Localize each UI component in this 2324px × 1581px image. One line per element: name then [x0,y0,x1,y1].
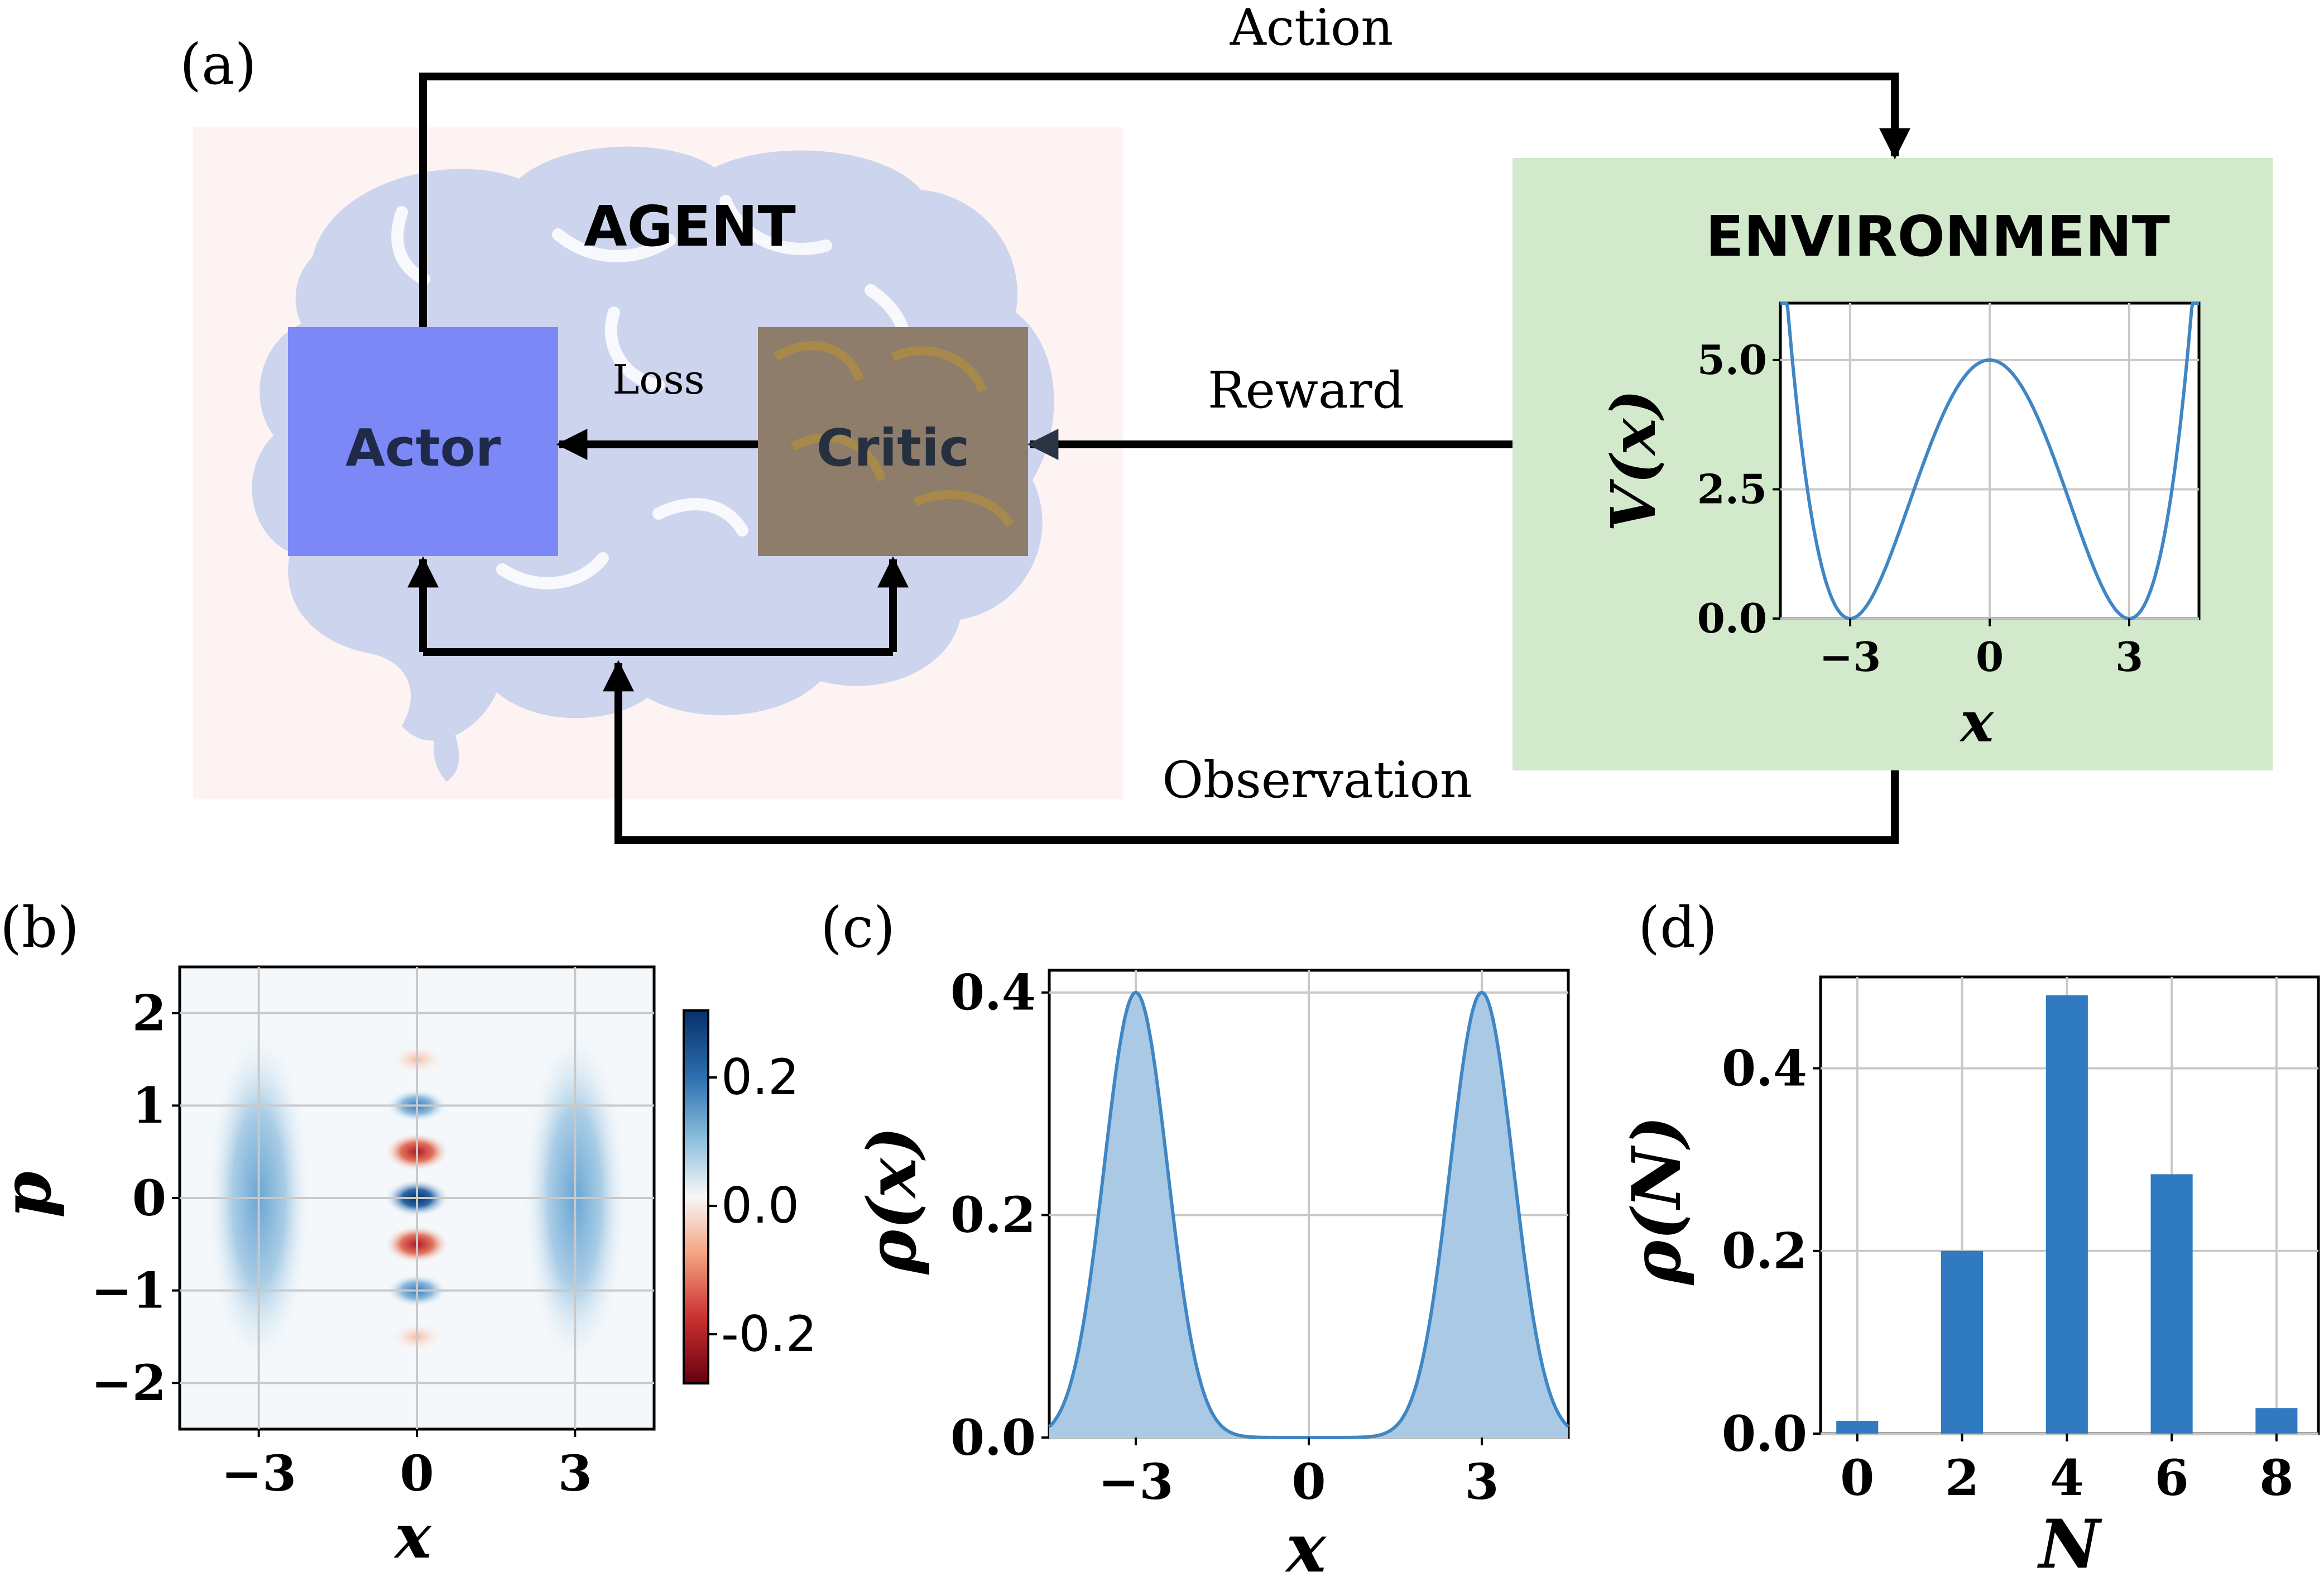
position-xtick-label: 0 [1291,1453,1326,1511]
position-ylabel: ρ(x) [853,1127,931,1276]
wigner-ytick-label: 1 [132,1076,166,1134]
potential-xtick-label: 3 [2115,633,2143,681]
critic-brain-overlay [773,341,1014,528]
wigner-xtick-label: 0 [400,1444,434,1502]
reward-label: Reward [1208,361,1404,420]
photon-xtick-label: 4 [2050,1449,2084,1507]
potential-ylabel: V(x) [1597,389,1669,531]
photon-number-plot: 0 2 4 6 8 0.0 0.2 0.4 N ρ(N) [1617,975,2320,1581]
photon-xtick-label: 0 [1840,1449,1874,1507]
potential-xtick-label: −3 [1819,633,1881,681]
potential-ytick-label: 5.0 [1697,336,1767,384]
position-distribution-area [1049,992,1568,1438]
position-xtick-label: 3 [1464,1453,1499,1511]
bar [1941,1251,1984,1434]
potential-xlabel: x [1959,689,1994,755]
wigner-xlabel: x [393,1500,432,1572]
potential-xtick-label: 0 [1976,633,2004,681]
potential-ytick-label: 0.0 [1697,595,1767,642]
actor-box [288,327,558,556]
observation-arrow [603,660,1899,844]
photon-xtick-label: 8 [2259,1449,2293,1507]
wigner-plot: −3 0 3 2 1 0 −1 −2 x p 0.2 0.0 -0.2 [0,965,817,1572]
wigner-ytick-label: −1 [91,1261,166,1319]
photon-xlabel: N [2037,1505,2102,1581]
agent-title: AGENT [584,194,796,259]
photon-ytick-label: 0.4 [1722,1039,1807,1097]
colorbar [683,1009,709,1384]
colorbar-ticks: 0.2 0.0 -0.2 [708,1048,817,1363]
action-label: Action [1230,0,1394,57]
wigner-ylabel: p [0,1171,66,1218]
photon-xtick-label: 2 [1945,1449,1979,1507]
potential-ytick-label: 2.5 [1697,466,1767,513]
panel-a-label: (a) [180,32,257,97]
position-xtick-label: −3 [1098,1453,1174,1511]
wigner-ytick-label: −2 [91,1354,166,1412]
photon-xtick-label: 6 [2154,1449,2188,1507]
position-ytick-label: 0.2 [950,1186,1036,1244]
wigner-xtick-label: −3 [221,1444,296,1502]
wigner-ytick-label: 0 [132,1169,166,1227]
panel-d-label: (d) [1638,895,1717,960]
colorbar-tick-label: 0.0 [721,1177,799,1234]
bar [2255,1408,2298,1434]
position-ytick-label: 0.4 [950,964,1036,1022]
position-distribution-plot: −3 0 3 0.0 0.2 0.4 x ρ(x) [853,964,1570,1581]
photon-ylabel: ρ(N) [1617,1115,1696,1286]
bar [2045,995,2088,1434]
colorbar-tick-label: 0.2 [721,1048,799,1106]
panel-b-label: (b) [0,895,79,960]
colorbar-tick-label: -0.2 [721,1305,817,1363]
panel-c-label: (c) [820,895,895,960]
loss-label: Loss [612,356,704,403]
photon-ytick-label: 0.2 [1722,1222,1807,1280]
position-ytick-label: 0.0 [950,1408,1036,1467]
actor-label: Actor [345,418,501,478]
wigner-ytick-label: 2 [132,984,166,1042]
environment-title: ENVIRONMENT [1706,204,2170,269]
photon-ytick-label: 0.0 [1722,1405,1807,1463]
bar [1836,1421,1879,1434]
action-arrow [419,73,1910,327]
bar [2150,1174,2193,1434]
observation-label: Observation [1162,751,1472,809]
potential-plot: −3 0 3 0.0 2.5 5.0 x V(x) [1597,301,2201,755]
position-xlabel: x [1284,1509,1327,1581]
critic-label: Critic [817,418,969,478]
wigner-xtick-label: 3 [558,1444,592,1502]
